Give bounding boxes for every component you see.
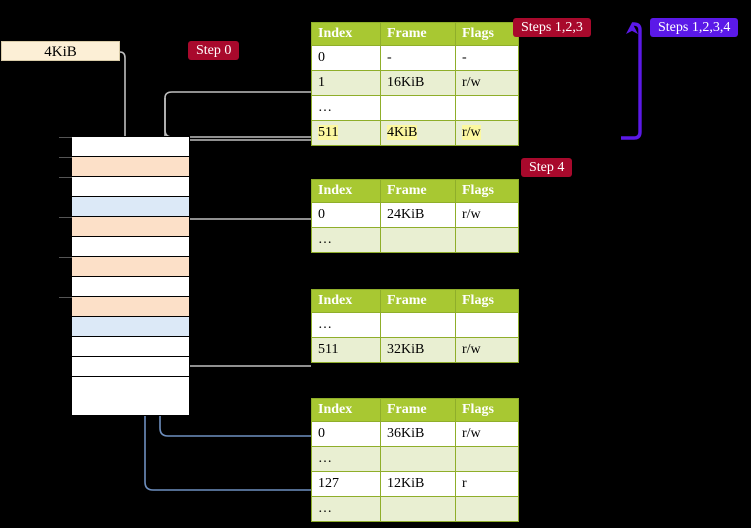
table-cell: r/w: [455, 120, 519, 146]
table-cell: …: [311, 496, 381, 522]
column-header-flags: Flags: [455, 398, 519, 422]
table-cell: 511: [311, 337, 381, 363]
table-cell: r: [455, 471, 519, 497]
table-row: …: [311, 312, 519, 338]
column-header-index: Index: [311, 289, 381, 313]
table-row: …: [311, 95, 519, 121]
column-header-flags: Flags: [455, 22, 519, 46]
physical-memory-column: [59, 136, 190, 416]
badge-steps-123: Steps 1,2,3: [513, 18, 591, 37]
badge-steps-1234: Steps 1,2,3,4: [650, 18, 739, 37]
table-cell: 4KiB: [380, 120, 456, 146]
column-header-index: Index: [311, 22, 381, 46]
table-cell: [455, 446, 519, 472]
highlighted-value: r/w: [462, 125, 481, 140]
highlighted-value: 4KiB: [387, 125, 418, 140]
table-cell: [380, 227, 456, 253]
memory-frame-row: [59, 137, 189, 157]
table-row: …: [311, 227, 519, 253]
table-cell: 511: [311, 120, 381, 146]
table-cell: [455, 227, 519, 253]
table-cell: 24KiB: [380, 202, 456, 228]
table-cell: [380, 95, 456, 121]
table-cell: 0: [311, 45, 381, 71]
column-header-index: Index: [311, 179, 381, 203]
table-row: 0--: [311, 45, 519, 71]
badge-step-4: Step 4: [521, 158, 573, 177]
table-cell: -: [455, 45, 519, 71]
column-header-frame: Frame: [380, 179, 456, 203]
table-cell: r/w: [455, 202, 519, 228]
column-header-frame: Frame: [380, 398, 456, 422]
wire-hook-row1: [178, 139, 311, 158]
memory-frame-row: [59, 297, 189, 317]
memory-frame-row: [72, 277, 189, 297]
wire-purple-bracket: [621, 22, 642, 140]
table-cell: [455, 312, 519, 338]
wire-pdpt-to-memory: [178, 218, 311, 252]
table-cell: [380, 312, 456, 338]
table-cell: 0: [311, 202, 381, 228]
memory-frame-row: [72, 337, 189, 357]
table-cell: 36KiB: [380, 421, 456, 447]
memory-tick-mark: [59, 257, 72, 258]
table-cell: [455, 95, 519, 121]
table-cell: [380, 496, 456, 522]
table-cell: …: [311, 95, 381, 121]
column-header-frame: Frame: [380, 22, 456, 46]
table-cell: -: [380, 45, 456, 71]
table-cell: [380, 446, 456, 472]
memory-tick-mark: [59, 137, 72, 138]
table-cell: r/w: [455, 421, 519, 447]
table-cell: 127: [311, 471, 381, 497]
table-cell: 12KiB: [380, 471, 456, 497]
highlighted-value: 511: [318, 125, 339, 140]
memory-frame-row: [72, 377, 189, 397]
memory-frame-row: [59, 157, 189, 177]
badge-step-0: Step 0: [188, 41, 240, 60]
table-cell: …: [311, 227, 381, 253]
memory-tick-mark: [59, 177, 72, 178]
table-cell: 32KiB: [380, 337, 456, 363]
table-cell: 1: [311, 70, 381, 96]
table-row: …: [311, 446, 519, 472]
column-header-flags: Flags: [455, 179, 519, 203]
memory-frame-row: [59, 257, 189, 277]
memory-tick-mark: [59, 297, 72, 298]
table-cell: r/w: [455, 70, 519, 96]
table-cell: 0: [311, 421, 381, 447]
table-row: …: [311, 496, 519, 522]
table-cell: …: [311, 446, 381, 472]
memory-frame-row: [72, 197, 189, 217]
memory-size-label: 4KiB: [1, 41, 120, 61]
memory-frame-row: [72, 317, 189, 337]
column-header-index: Index: [311, 398, 381, 422]
column-header-frame: Frame: [380, 289, 456, 313]
table-cell: [455, 496, 519, 522]
table-cell: r/w: [455, 337, 519, 363]
table-cell: …: [311, 312, 381, 338]
table-row: 511 4KiB r/w: [311, 120, 519, 146]
memory-tick-mark: [59, 217, 72, 218]
memory-frame-row: [59, 217, 189, 237]
table-cell: 16KiB: [380, 70, 456, 96]
memory-frame-row: [72, 357, 189, 377]
memory-frame-row: [59, 177, 189, 197]
wire-pd-to-memory: [173, 314, 311, 367]
memory-frame-row: [72, 237, 189, 257]
memory-tick-mark: [59, 157, 72, 158]
column-header-flags: Flags: [455, 289, 519, 313]
wire-pml4-to-memory: [164, 91, 311, 138]
